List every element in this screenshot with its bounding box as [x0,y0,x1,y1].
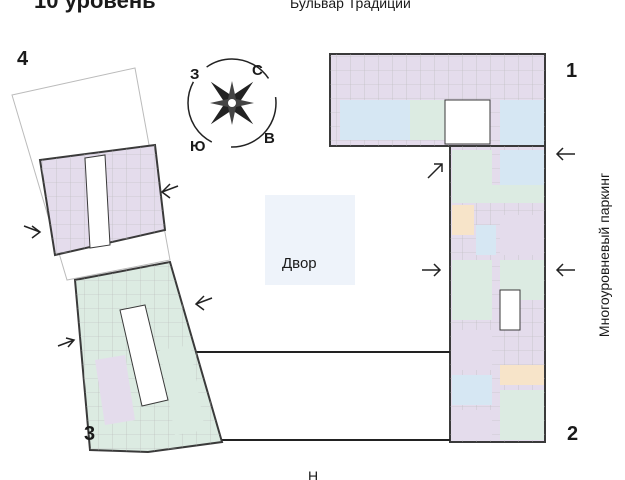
arrow-icon [23,225,42,239]
building-number-3: 3 [84,423,96,445]
arrow-icon [555,147,575,161]
arrow-icon [57,337,76,348]
yard-area [265,195,355,285]
compass-south-label: Ю [190,138,206,155]
arrow-icon [555,263,575,277]
building-number-4: 4 [17,48,29,70]
compass-east-label: В [264,130,275,147]
building-3[interactable] [73,260,224,454]
arrow-icon [160,183,179,199]
compass-north-label: С [252,62,263,79]
building-2[interactable] [449,145,546,443]
building-number-1: 1 [566,60,578,82]
compass-west-label: З [190,66,200,83]
building-4[interactable] [11,67,171,281]
parking-label: Многоуровневый паркинг [596,172,612,338]
level-title: 10 уровень [34,0,156,13]
building-1[interactable] [329,53,546,147]
yard-label: Двор [282,255,317,272]
arrow-icon [194,295,213,311]
street-label-top: Бульвар Традиций [290,0,411,11]
arrow-icon [427,163,443,179]
street-label-bottom: Н [308,468,319,480]
building-number-2: 2 [567,423,579,445]
arrow-icon [422,263,442,277]
compass-rose-icon [187,58,277,148]
